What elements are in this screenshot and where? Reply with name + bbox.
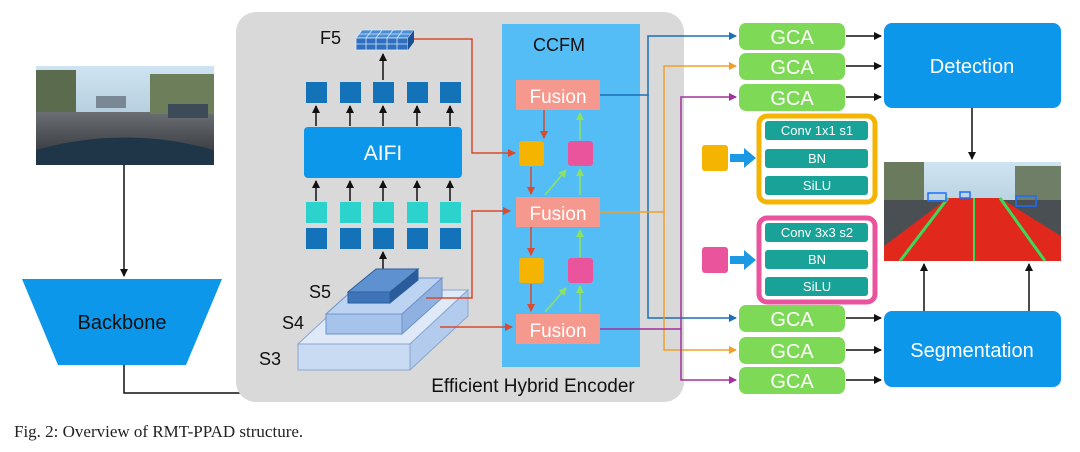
- fusion-block-bottom: [516, 314, 600, 344]
- ccfm-conv3x3-bottom: [568, 258, 593, 283]
- encoder-label: Efficient Hybrid Encoder: [431, 376, 635, 397]
- output-image: [884, 162, 1061, 262]
- gca-segmentation-group: GCA GCA GCA: [739, 305, 845, 394]
- legend-conv3x3-square: [702, 247, 728, 273]
- input-image: [36, 66, 214, 165]
- segmentation-to-output-arrows: [920, 263, 1033, 311]
- gca-to-head-arrows: [846, 32, 882, 384]
- s4-label: S4: [282, 313, 304, 333]
- aifi-label: AIFI: [364, 142, 403, 165]
- gca-label: GCA: [770, 88, 814, 110]
- aifi-input-tokens: [306, 202, 461, 249]
- segmentation-label: Segmentation: [910, 340, 1033, 362]
- f5-feature-grid: [355, 29, 415, 51]
- gca-block: [739, 305, 845, 332]
- detection-head: [884, 23, 1061, 108]
- s5-feature-map: [346, 267, 420, 305]
- gca-block: [739, 23, 845, 50]
- conv1x1-conv-label: Conv 1x1 s1: [781, 123, 853, 138]
- fusion-block-top: [516, 80, 600, 110]
- ccfm-conv1x1-top: [519, 141, 544, 166]
- gca-label: GCA: [770, 341, 814, 363]
- gca-block: [739, 367, 845, 394]
- conv1x1-bn-label: BN: [808, 151, 826, 166]
- legend-arrow-icon: [730, 148, 756, 168]
- legend-conv1x1-square: [702, 145, 728, 171]
- detection-label: Detection: [930, 56, 1015, 78]
- encoder-red-connections: [414, 38, 516, 331]
- fusion-bottom-label: Fusion: [529, 321, 586, 342]
- s4-feature-map: [324, 276, 444, 336]
- conv1x1-act-label: SiLU: [803, 178, 831, 193]
- gca-label: GCA: [770, 371, 814, 393]
- aifi-block: [304, 127, 462, 178]
- ccfm-conv1x1-bottom: [519, 258, 544, 283]
- ccfm-topdown-arrows: [527, 110, 548, 312]
- conv3x3-act-label: SiLU: [803, 279, 831, 294]
- gca-detection-group: GCA GCA GCA: [739, 23, 845, 111]
- s5-label: S5: [309, 282, 331, 302]
- backbone-label: Backbone: [78, 312, 167, 334]
- conv3x3-bn-label: BN: [808, 252, 826, 267]
- gca-label: GCA: [770, 27, 814, 49]
- ccfm-label: CCFM: [533, 35, 585, 55]
- aifi-to-token-arrows: [312, 105, 454, 126]
- gca-label: GCA: [770, 57, 814, 79]
- ccfm-bottomup-arrows: [544, 112, 584, 313]
- s3-label: S3: [259, 349, 281, 369]
- segmentation-head: [884, 311, 1061, 387]
- fusion-to-gca-lines: [600, 32, 737, 384]
- gca-label: GCA: [770, 309, 814, 331]
- ccfm-conv3x3-top: [568, 141, 593, 166]
- aifi-output-tokens: [306, 82, 461, 103]
- figure-caption: Fig. 2: Overview of RMT-PPAD structure.: [14, 422, 304, 441]
- backbone-block: Backbone: [22, 279, 222, 365]
- gca-block: [739, 53, 845, 80]
- gca-block: [739, 337, 845, 364]
- fusion-mid-label: Fusion: [529, 204, 586, 225]
- fusion-block-mid: [516, 197, 600, 227]
- f5-label: F5: [320, 28, 341, 48]
- token-to-aifi-arrows: [312, 180, 454, 201]
- legend-arrow-icon: [730, 250, 756, 270]
- gca-block: [739, 84, 845, 111]
- conv3x3-conv-label: Conv 3x3 s2: [781, 225, 853, 240]
- fusion-top-label: Fusion: [529, 87, 586, 108]
